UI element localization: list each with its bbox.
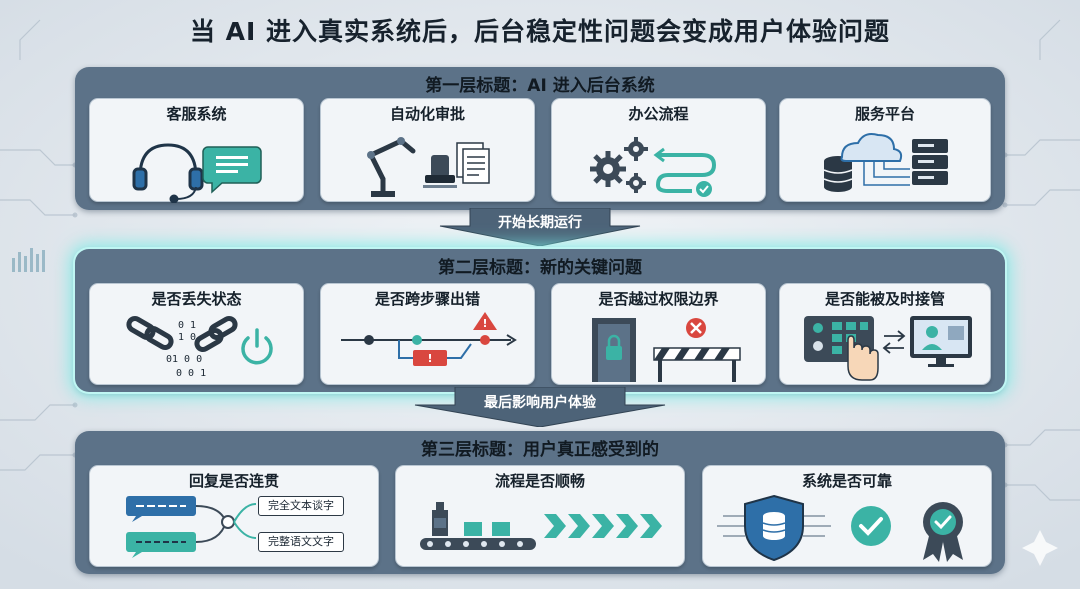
card-label: 客服系统 bbox=[90, 103, 303, 124]
chat-bubble-icon bbox=[126, 496, 196, 558]
card-cross-step-error: 是否跨步骤出错 ! ! bbox=[320, 283, 535, 385]
gears-icon bbox=[590, 137, 648, 193]
check-circle-icon bbox=[851, 506, 891, 546]
svg-text:0 1: 0 1 bbox=[178, 320, 196, 331]
chat-bubble-icon bbox=[203, 147, 261, 192]
card-service-platform: 服务平台 bbox=[779, 98, 991, 202]
svg-text:!: ! bbox=[482, 317, 487, 330]
merge-connector-icon bbox=[196, 504, 256, 542]
server-icon bbox=[912, 139, 948, 185]
stamp-icon bbox=[423, 155, 457, 188]
card-lose-state: 是否丢失状态 0 1 1 0 01 0 0 0 0 1 bbox=[89, 283, 304, 385]
locked-door-icon bbox=[592, 318, 636, 382]
card-label: 服务平台 bbox=[780, 103, 990, 124]
svg-text:0 0 1: 0 0 1 bbox=[176, 368, 206, 379]
transition-label-1: 开始长期运行 bbox=[470, 212, 610, 232]
card-label: 是否能被及时接管 bbox=[780, 288, 990, 309]
card-label: 流程是否顺畅 bbox=[396, 470, 684, 491]
robot-arm-icon bbox=[367, 137, 413, 197]
deny-icon bbox=[686, 318, 706, 338]
card-permission-boundary: 是否越过权限边界 bbox=[551, 283, 766, 385]
layer-3-panel: 第三层标题：用户真正感受到的 回复是否连贯 完全文本谈字 完整语文文字 bbox=[75, 431, 1005, 574]
layer-1-panel: 第一层标题：AI 进入后台系统 客服系统 自动化审批 bbox=[75, 67, 1005, 210]
warning-icon: ! bbox=[473, 312, 497, 330]
card-label: 办公流程 bbox=[552, 103, 765, 124]
card-customer-service: 客服系统 bbox=[89, 98, 304, 202]
badge-icon bbox=[923, 502, 963, 562]
card-office-workflow: 办公流程 bbox=[551, 98, 766, 202]
card-label: 自动化审批 bbox=[321, 103, 534, 124]
card-label: 回复是否连贯 bbox=[90, 470, 378, 491]
step-flow-icon: ! bbox=[341, 335, 515, 366]
svg-text:!: ! bbox=[427, 352, 432, 365]
svg-text:1 0: 1 0 bbox=[178, 332, 196, 343]
card-process-smooth: 流程是否顺畅 bbox=[395, 465, 685, 567]
text-pill: 完整语文文字 bbox=[258, 532, 344, 552]
card-auto-approval: 自动化审批 bbox=[320, 98, 535, 202]
barrier-icon bbox=[654, 348, 740, 382]
layer-2-title: 第二层标题：新的关键问题 bbox=[75, 253, 1005, 278]
chevrons-icon bbox=[544, 514, 662, 538]
card-reply-coherent: 回复是否连贯 完全文本谈字 完整语文文字 bbox=[89, 465, 379, 567]
check-icon bbox=[696, 181, 712, 197]
card-label: 系统是否可靠 bbox=[703, 470, 991, 491]
card-timely-takeover: 是否能被及时接管 bbox=[779, 283, 991, 385]
card-system-reliable: 系统是否可靠 bbox=[702, 465, 992, 567]
page-title: 当 AI 进入真实系统后，后台稳定性问题会变成用户体验问题 bbox=[0, 12, 1080, 48]
monitor-user-icon bbox=[910, 316, 972, 367]
card-label: 是否越过权限边界 bbox=[552, 288, 765, 309]
swap-arrows-icon bbox=[884, 331, 904, 353]
conveyor-icon bbox=[420, 502, 536, 550]
svg-text:01 0 0: 01 0 0 bbox=[166, 354, 202, 365]
power-icon bbox=[243, 330, 271, 363]
transition-label-2: 最后影响用户体验 bbox=[460, 392, 620, 412]
document-icon bbox=[457, 143, 489, 183]
card-label: 是否丢失状态 bbox=[90, 288, 303, 309]
layer-2-panel: 第二层标题：新的关键问题 是否丢失状态 0 1 1 0 01 0 0 0 0 1… bbox=[75, 249, 1005, 392]
shield-database-icon bbox=[745, 496, 803, 560]
layer-3-title: 第三层标题：用户真正感受到的 bbox=[75, 435, 1005, 460]
card-label: 是否跨步骤出错 bbox=[321, 288, 534, 309]
headset-icon bbox=[134, 145, 202, 202]
text-pill: 完全文本谈字 bbox=[258, 496, 344, 516]
layer-1-title: 第一层标题：AI 进入后台系统 bbox=[75, 71, 1005, 96]
